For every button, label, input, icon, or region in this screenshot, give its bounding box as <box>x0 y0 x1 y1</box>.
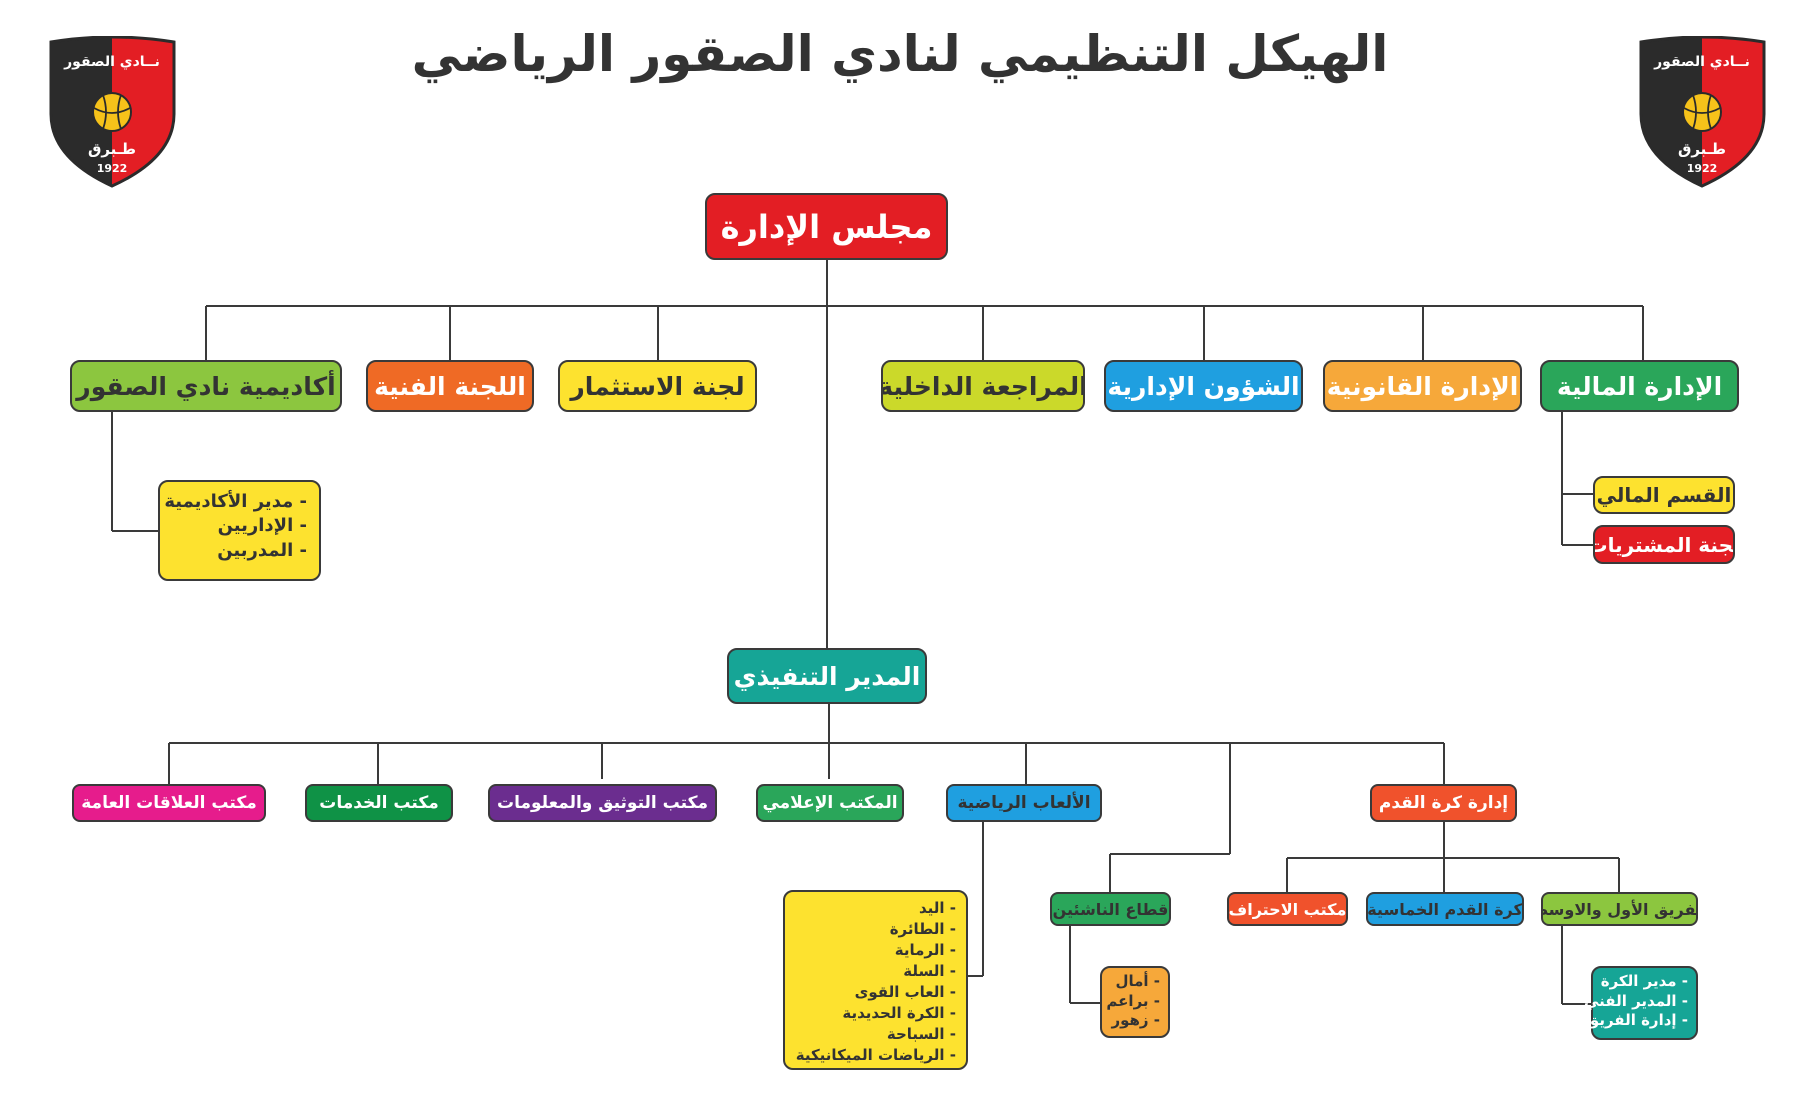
club-logo-right: نــادي الصقور طـبرق 1922 <box>1635 35 1770 195</box>
services-office-box: مكتب الخدمات <box>305 784 453 822</box>
admin-affairs-box: الشؤون الإدارية <box>1104 360 1303 412</box>
first-team-list: مدير الكرة المدير الفني إدارة الفريق <box>1584 966 1698 1040</box>
academy-list: مدير الأكاديمية الإداريين المدربين <box>158 480 321 581</box>
page-title: الهيكل التنظيمي لنادي الصقور الرياضي <box>411 25 1389 83</box>
board-box: مجلس الإدارة <box>705 193 948 260</box>
technical-committee-box: اللجنة الفنية <box>366 360 534 412</box>
academy-box: أكاديمية نادي الصقور <box>70 360 342 412</box>
logo-top-text: نــادي الصقور <box>1653 54 1750 71</box>
logo-bottom-text: طـبرق <box>1678 140 1726 158</box>
list-item: براعم <box>1106 992 1160 1012</box>
logo-bottom-text: طـبرق <box>88 140 136 158</box>
list-item: السباحة <box>795 1024 956 1045</box>
logo-top-text: نــادي الصقور <box>63 54 160 71</box>
list-item: اليد <box>795 898 956 919</box>
finance-box: الإدارة المالية <box>1540 360 1739 412</box>
club-logo-shield-icon: نــادي الصقور طـبرق 1922 <box>49 35 176 188</box>
list-item: الرماية <box>795 940 956 961</box>
connector-group <box>111 260 1644 1005</box>
logo-year: 1922 <box>97 162 128 175</box>
list-item: زهور <box>1110 1011 1160 1031</box>
list-item: الرياضات الميكانيكية <box>795 1045 956 1066</box>
list-item: العاب القوى <box>795 982 956 1003</box>
internal-audit-box: المراجعة الداخلية <box>881 360 1085 412</box>
media-office-box: المكتب الإعلامي <box>756 784 904 822</box>
executive-director-box: المدير التنفيذي <box>727 648 927 704</box>
list-item: السلة <box>795 961 956 982</box>
logo-year: 1922 <box>1687 162 1718 175</box>
youth-list: أمال براعم زهور <box>1100 966 1170 1038</box>
list-item: الإداريين <box>172 514 307 538</box>
list-item: الطائرة <box>795 919 956 940</box>
sports-games-box: الألعاب الرياضية <box>946 784 1102 822</box>
football-management-box: إدارة كرة القدم <box>1370 784 1517 822</box>
legal-box: الإدارة القانونية <box>1323 360 1522 412</box>
list-item: مدير الكرة <box>1601 972 1688 992</box>
club-logo-left: نــادي الصقور طـبرق 1922 <box>45 35 180 195</box>
list-item: أمال <box>1110 972 1160 992</box>
documentation-office-box: مكتب التوثيق والمعلومات <box>488 784 717 822</box>
first-team-box: الفريق الأول والاوسط <box>1541 892 1698 926</box>
youth-sector-box: قطاع الناشئين <box>1050 892 1171 926</box>
investment-committee-box: لجنة الاستثمار <box>558 360 757 412</box>
public-relations-box: مكتب العلاقات العامة <box>72 784 266 822</box>
list-item: المدربين <box>172 539 307 563</box>
finance-section-box: القسم المالي <box>1593 476 1735 514</box>
futsal-box: كرة القدم الخماسية <box>1366 892 1524 926</box>
list-item: مدير الأكاديمية <box>164 490 307 514</box>
sports-games-list: اليد الطائرة الرماية السلة العاب القوى ا… <box>783 890 968 1070</box>
pro-office-box: مكتب الاحتراف <box>1227 892 1348 926</box>
list-item: إدارة الفريق <box>1586 1011 1688 1031</box>
list-item: المدير الفني <box>1584 992 1688 1012</box>
purchases-committee-box: لجنة المشتريات <box>1593 525 1735 564</box>
list-item: الكرة الحديدية <box>795 1003 956 1024</box>
club-logo-shield-icon: نــادي الصقور طـبرق 1922 <box>1639 35 1766 188</box>
